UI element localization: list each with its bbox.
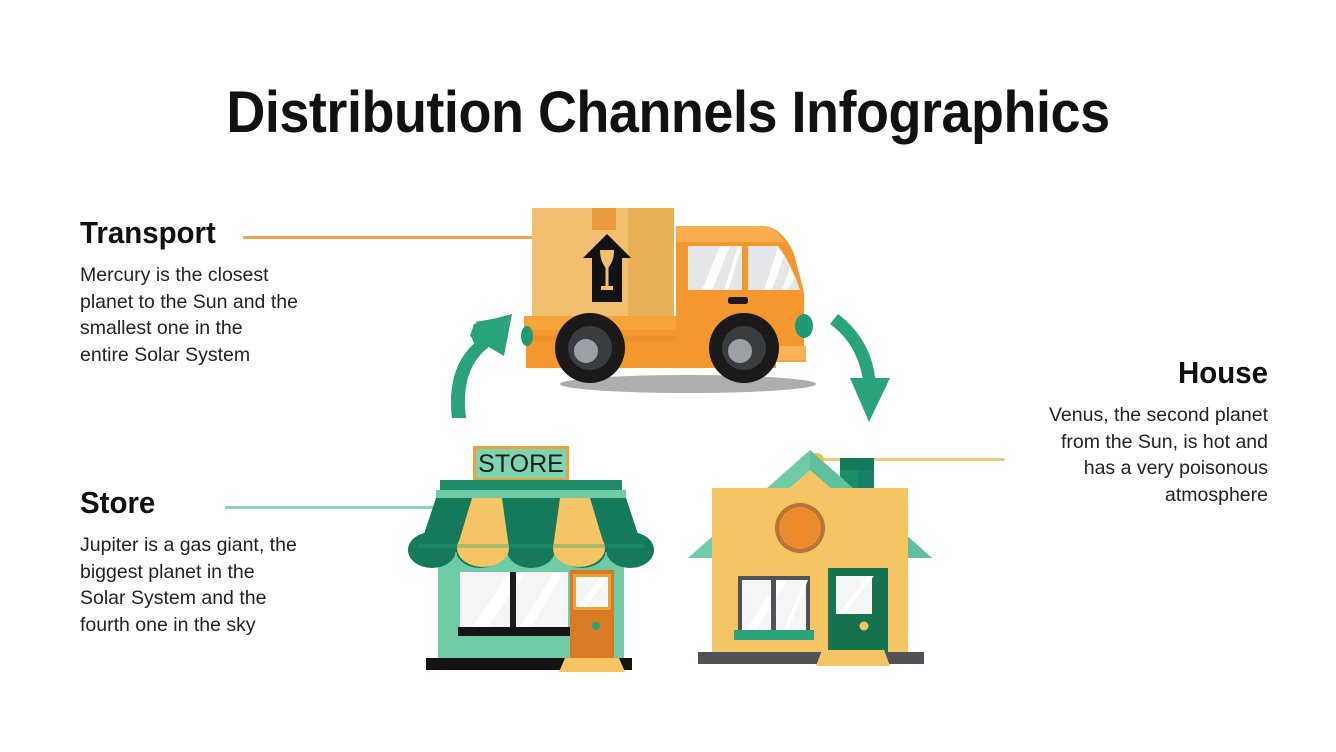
cargo-box-tape — [592, 208, 616, 230]
section-store: Store Jupiter is a gas giant, the bigges… — [80, 485, 380, 638]
taillight — [521, 326, 533, 346]
curved-arrow-down-icon — [828, 308, 908, 426]
truck-cab-roof — [676, 226, 784, 242]
section-body-transport: Mercury is the closest planet to the Sun… — [80, 264, 298, 366]
fragile-symbol-icon — [583, 234, 631, 302]
store-sign: STORE — [473, 446, 569, 481]
section-house: House Venus, the second planet from the … — [948, 355, 1268, 508]
headlight — [795, 314, 813, 338]
awning-top-bar — [440, 480, 622, 490]
house-door — [828, 568, 888, 654]
awning-top-strip — [436, 490, 626, 498]
wheel-front — [709, 313, 779, 383]
curved-arrow-up-icon — [444, 310, 524, 420]
house-step — [816, 650, 890, 666]
cargo-box-shade — [628, 208, 674, 316]
store-step — [559, 658, 625, 672]
house-door-knob — [859, 621, 869, 631]
section-transport: Transport Mercury is the closest planet … — [80, 215, 380, 368]
house-base — [698, 652, 924, 664]
section-heading-store: Store — [80, 485, 156, 520]
section-heading-house: House — [1177, 355, 1268, 390]
truck-bed-shadowline — [526, 336, 776, 341]
window-highlights — [702, 246, 794, 290]
store-sign-label: STORE — [478, 450, 564, 478]
section-heading-transport: Transport — [80, 215, 216, 250]
attic-window — [775, 503, 825, 553]
store-door — [570, 570, 614, 662]
house-illustration — [688, 436, 938, 676]
truck-bumper — [778, 346, 806, 360]
page-title: Distribution Channels Infographics — [226, 79, 1110, 145]
delivery-truck-illustration — [516, 196, 856, 396]
wheel-rear — [555, 313, 625, 383]
house-window — [734, 576, 814, 640]
section-body-store: Jupiter is a gas giant, the biggest plan… — [80, 534, 297, 636]
awning-scallops-dark — [408, 532, 654, 568]
store-window — [458, 572, 570, 636]
cab-door-handle — [728, 297, 748, 304]
section-body-house: Venus, the second planet from the Sun, i… — [1048, 404, 1268, 506]
door-knob — [592, 622, 600, 630]
awning-stripes-yellow — [457, 498, 605, 567]
storefront-illustration: STORE — [408, 444, 654, 676]
awning-midband — [418, 544, 644, 548]
